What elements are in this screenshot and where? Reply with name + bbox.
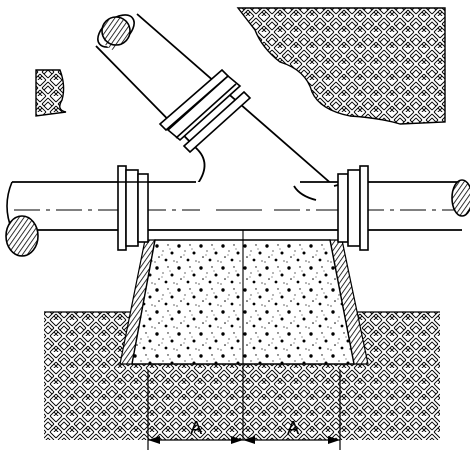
left-flange (117, 165, 149, 251)
horizontal-header-pipe (5, 179, 470, 257)
right-flange (337, 165, 369, 251)
dimension-lines (147, 370, 341, 450)
dimension-label-right: A (287, 418, 300, 439)
ground-hatch (35, 7, 446, 440)
dimension-label-left: A (190, 418, 203, 439)
diagonal-pipe-flange (158, 68, 252, 154)
